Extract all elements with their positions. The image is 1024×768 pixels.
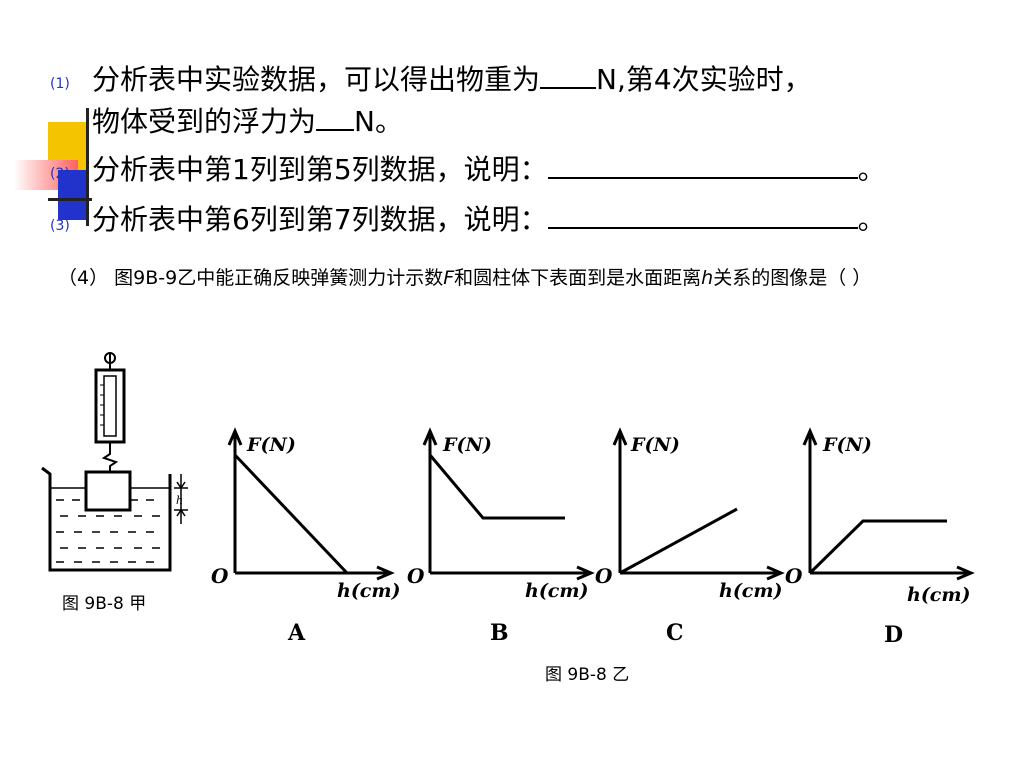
graph-d-x-label: h(cm) bbox=[907, 584, 970, 606]
graph-d-origin: O bbox=[785, 564, 803, 588]
blank-q2 bbox=[547, 153, 858, 179]
question-2-number: (2) bbox=[50, 166, 70, 182]
question-1-number: (1) bbox=[50, 76, 70, 92]
svg-text:h: h bbox=[176, 494, 183, 507]
graph-b: F(N) O h(cm) bbox=[407, 427, 595, 602]
graph-c-line bbox=[619, 507, 738, 575]
deco-black-vline bbox=[86, 108, 89, 226]
question-3: 分析表中第6列到第7列数据，说明： 。 bbox=[92, 202, 886, 238]
question-4-var-f: F bbox=[443, 267, 455, 289]
question-4-var-h: h bbox=[701, 267, 714, 289]
graph-c-y-label: F(N) bbox=[630, 434, 680, 456]
question-4-prefix: （4） 图9B-9乙中能正确反映弹簧测力计示数 bbox=[58, 267, 444, 289]
question-1-text-a: 分析表中实验数据，可以得出物重为 bbox=[92, 63, 541, 96]
graph-b-letter: B bbox=[490, 620, 509, 646]
caption-apparatus: 图 9B-8 甲 bbox=[62, 594, 147, 614]
graph-b-line bbox=[428, 454, 565, 520]
graph-c-letter: C bbox=[666, 620, 684, 646]
question-1-line2: 物体受到的浮力为 N。 bbox=[92, 104, 403, 140]
blank-buoyancy bbox=[316, 105, 355, 131]
graph-d-letter: D bbox=[884, 622, 904, 648]
blank-weight bbox=[540, 63, 597, 89]
graph-a-letter: A bbox=[288, 620, 306, 646]
graph-d: F(N) O h(cm) bbox=[785, 427, 975, 606]
caption-graphs: 图 9B-8 乙 bbox=[545, 665, 630, 685]
question-1-line1: 分析表中实验数据，可以得出物重为 N,第4次实验时， bbox=[92, 62, 812, 98]
deco-blue-square bbox=[58, 170, 86, 220]
graph-c-origin: O bbox=[595, 564, 613, 588]
graph-a-origin: O bbox=[211, 564, 229, 588]
question-1-text-d: N。 bbox=[354, 105, 403, 138]
blank-q3 bbox=[547, 203, 858, 229]
graph-d-line bbox=[808, 519, 947, 575]
question-4-middle: 和圆柱体下表面到是水面距离 bbox=[454, 267, 702, 289]
graph-b-x-label: h(cm) bbox=[525, 580, 588, 602]
apparatus-figure: h bbox=[41, 352, 188, 572]
question-3-text: 分析表中第6列到第7列数据，说明： bbox=[92, 203, 548, 236]
graph-a-x-label: h(cm) bbox=[337, 580, 400, 602]
graph-b-y-label: F(N) bbox=[442, 434, 492, 456]
question-2-end: 。 bbox=[857, 153, 886, 186]
question-3-number: (3) bbox=[50, 218, 70, 234]
question-1-text-c: 物体受到的浮力为 bbox=[92, 105, 317, 138]
question-2: 分析表中第1列到第5列数据，说明： 。 bbox=[92, 152, 886, 188]
question-4-suffix: 关系的图像是（ ） bbox=[713, 267, 872, 289]
graph-b-origin: O bbox=[407, 564, 425, 588]
graph-a: F(N) O h(cm) bbox=[211, 427, 400, 602]
deco-black-hline bbox=[48, 198, 92, 201]
graph-a-line bbox=[233, 453, 349, 575]
graph-c-x-label: h(cm) bbox=[719, 580, 782, 602]
question-2-text: 分析表中第1列到第5列数据，说明： bbox=[92, 153, 548, 186]
graph-d-y-label: F(N) bbox=[822, 434, 872, 456]
graph-a-y-label: F(N) bbox=[246, 434, 296, 456]
graph-c: F(N) O h(cm) bbox=[595, 427, 785, 602]
question-1-text-b: N,第4次实验时， bbox=[596, 63, 812, 96]
question-4: （4） 图9B-9乙中能正确反映弹簧测力计示数F和圆柱体下表面到是水面距离h关系… bbox=[58, 264, 988, 292]
question-3-end: 。 bbox=[857, 203, 886, 236]
